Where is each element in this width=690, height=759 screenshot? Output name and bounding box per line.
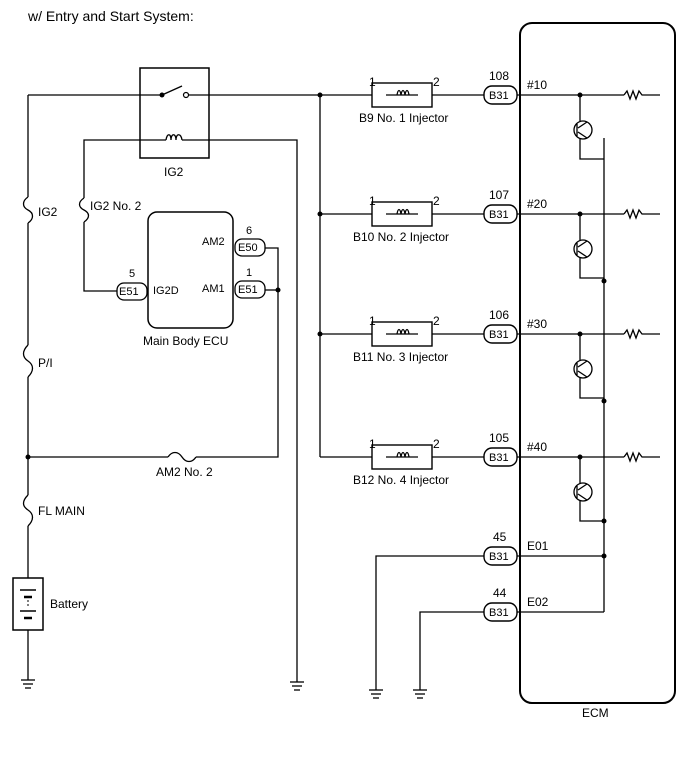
ecm-pin-number: 107 (489, 188, 509, 202)
injector-label: B10 No. 2 Injector (353, 230, 449, 244)
ecm-internal-wiring (517, 138, 607, 613)
injector-pin-out: 2 (433, 194, 440, 208)
ecm-terminal-label: E01 (527, 539, 549, 553)
connector-label: B31 (489, 551, 509, 563)
fuse-ig2-no2-label: IG2 No. 2 (90, 199, 142, 213)
ecm-terminal-label: E02 (527, 595, 549, 609)
fuse-fl-main-icon (22, 494, 34, 527)
injector-pin-in: 1 (369, 194, 376, 208)
injector-pin-in: 1 (369, 75, 376, 89)
ecm-pin-number: 108 (489, 69, 509, 83)
ecm-pin-number: 45 (493, 530, 507, 544)
wire (579, 258, 604, 279)
connector-label: B31 (489, 607, 509, 619)
fuse-am2-no2-label: AM2 No. 2 (156, 465, 213, 479)
ecm-pin-number: 106 (489, 308, 509, 322)
injector-pin-out: 2 (433, 75, 440, 89)
transistor-leads (576, 360, 588, 378)
resistor-icon (623, 328, 660, 340)
ground-icon-relay (290, 681, 304, 691)
pin-num-ig2d: 5 (129, 268, 135, 280)
pin-num-am1: 1 (246, 267, 252, 279)
resistor-icon (623, 451, 660, 463)
connector-e50-label: E50 (238, 242, 258, 254)
connector-label: B31 (489, 90, 509, 102)
connector-b31 (483, 546, 518, 566)
transistor-icon (573, 239, 593, 259)
ecm-box (519, 22, 676, 704)
injector-pin-in: 1 (369, 314, 376, 328)
battery-label: Battery (50, 597, 88, 611)
injector-bus (317, 92, 323, 457)
ecm-pin-number: 44 (493, 586, 507, 600)
coil-icon (396, 208, 410, 215)
ecm-terminal-label: #20 (527, 197, 547, 211)
coil-icon (396, 89, 410, 96)
connector-e50 (234, 238, 266, 257)
fuse-fl-main-label: FL MAIN (38, 504, 85, 518)
pin-name-am1: AM1 (202, 283, 225, 295)
fuse-am2-no2-icon (167, 451, 197, 463)
pin-name-ig2d: IG2D (153, 285, 179, 297)
main-body-ecu (147, 211, 234, 329)
connector-label: B31 (489, 452, 509, 464)
fuse-pi-icon (22, 344, 34, 378)
ecm-pin-number: 105 (489, 431, 509, 445)
ecm-label: ECM (582, 706, 609, 720)
connector-label: B31 (489, 329, 509, 341)
transistor-icon (573, 482, 593, 502)
connector-e51-ig2d (116, 282, 148, 301)
pin-num-am2: 6 (246, 225, 252, 237)
injector-pin-out: 2 (433, 437, 440, 451)
injector-label: B9 No. 1 Injector (359, 111, 448, 125)
ecm-terminal-label: #40 (527, 440, 547, 454)
diagram-title: w/ Entry and Start System: (27, 8, 194, 24)
connector-e51-am1 (234, 280, 266, 299)
ecm-terminal-label: #30 (527, 317, 547, 331)
transistor-leads (576, 240, 588, 258)
connector-e51-am1-label: E51 (238, 284, 258, 296)
transistor-leads (576, 483, 588, 501)
fuse-ig2-no2-icon (78, 197, 90, 223)
ig2-relay (139, 67, 210, 159)
injector-pin-in: 1 (369, 437, 376, 451)
transistor-icon (573, 359, 593, 379)
ground-icon-battery (21, 679, 35, 689)
resistor-icon (623, 89, 660, 101)
injector-label: B11 No. 3 Injector (353, 350, 448, 364)
wire (579, 139, 604, 160)
transistor-leads (576, 121, 588, 139)
ig2-relay-label: IG2 (164, 165, 184, 179)
wire (419, 611, 484, 690)
connector-b31 (483, 602, 518, 622)
wire (579, 501, 604, 522)
wire (375, 555, 484, 690)
pin-name-am2: AM2 (202, 236, 225, 248)
connector-label: B31 (489, 209, 509, 221)
wire (579, 378, 604, 399)
fuse-pi-label: P/I (38, 356, 53, 370)
fuse-ig2-icon (22, 196, 34, 224)
injector-label: B12 No. 4 Injector (353, 473, 449, 487)
main-body-ecu-label: Main Body ECU (143, 334, 228, 348)
resistor-icon (623, 208, 660, 220)
coil-icon (396, 328, 410, 335)
power-supply-wiring (25, 94, 320, 682)
ecm-terminal-label: #10 (527, 78, 547, 92)
injector-pin-out: 2 (433, 314, 440, 328)
battery-icon (12, 577, 44, 631)
coil-icon (396, 451, 410, 458)
fuse-ig2-label: IG2 (38, 205, 58, 219)
transistor-icon (573, 120, 593, 140)
connector-e51-ig2d-label: E51 (119, 286, 139, 298)
